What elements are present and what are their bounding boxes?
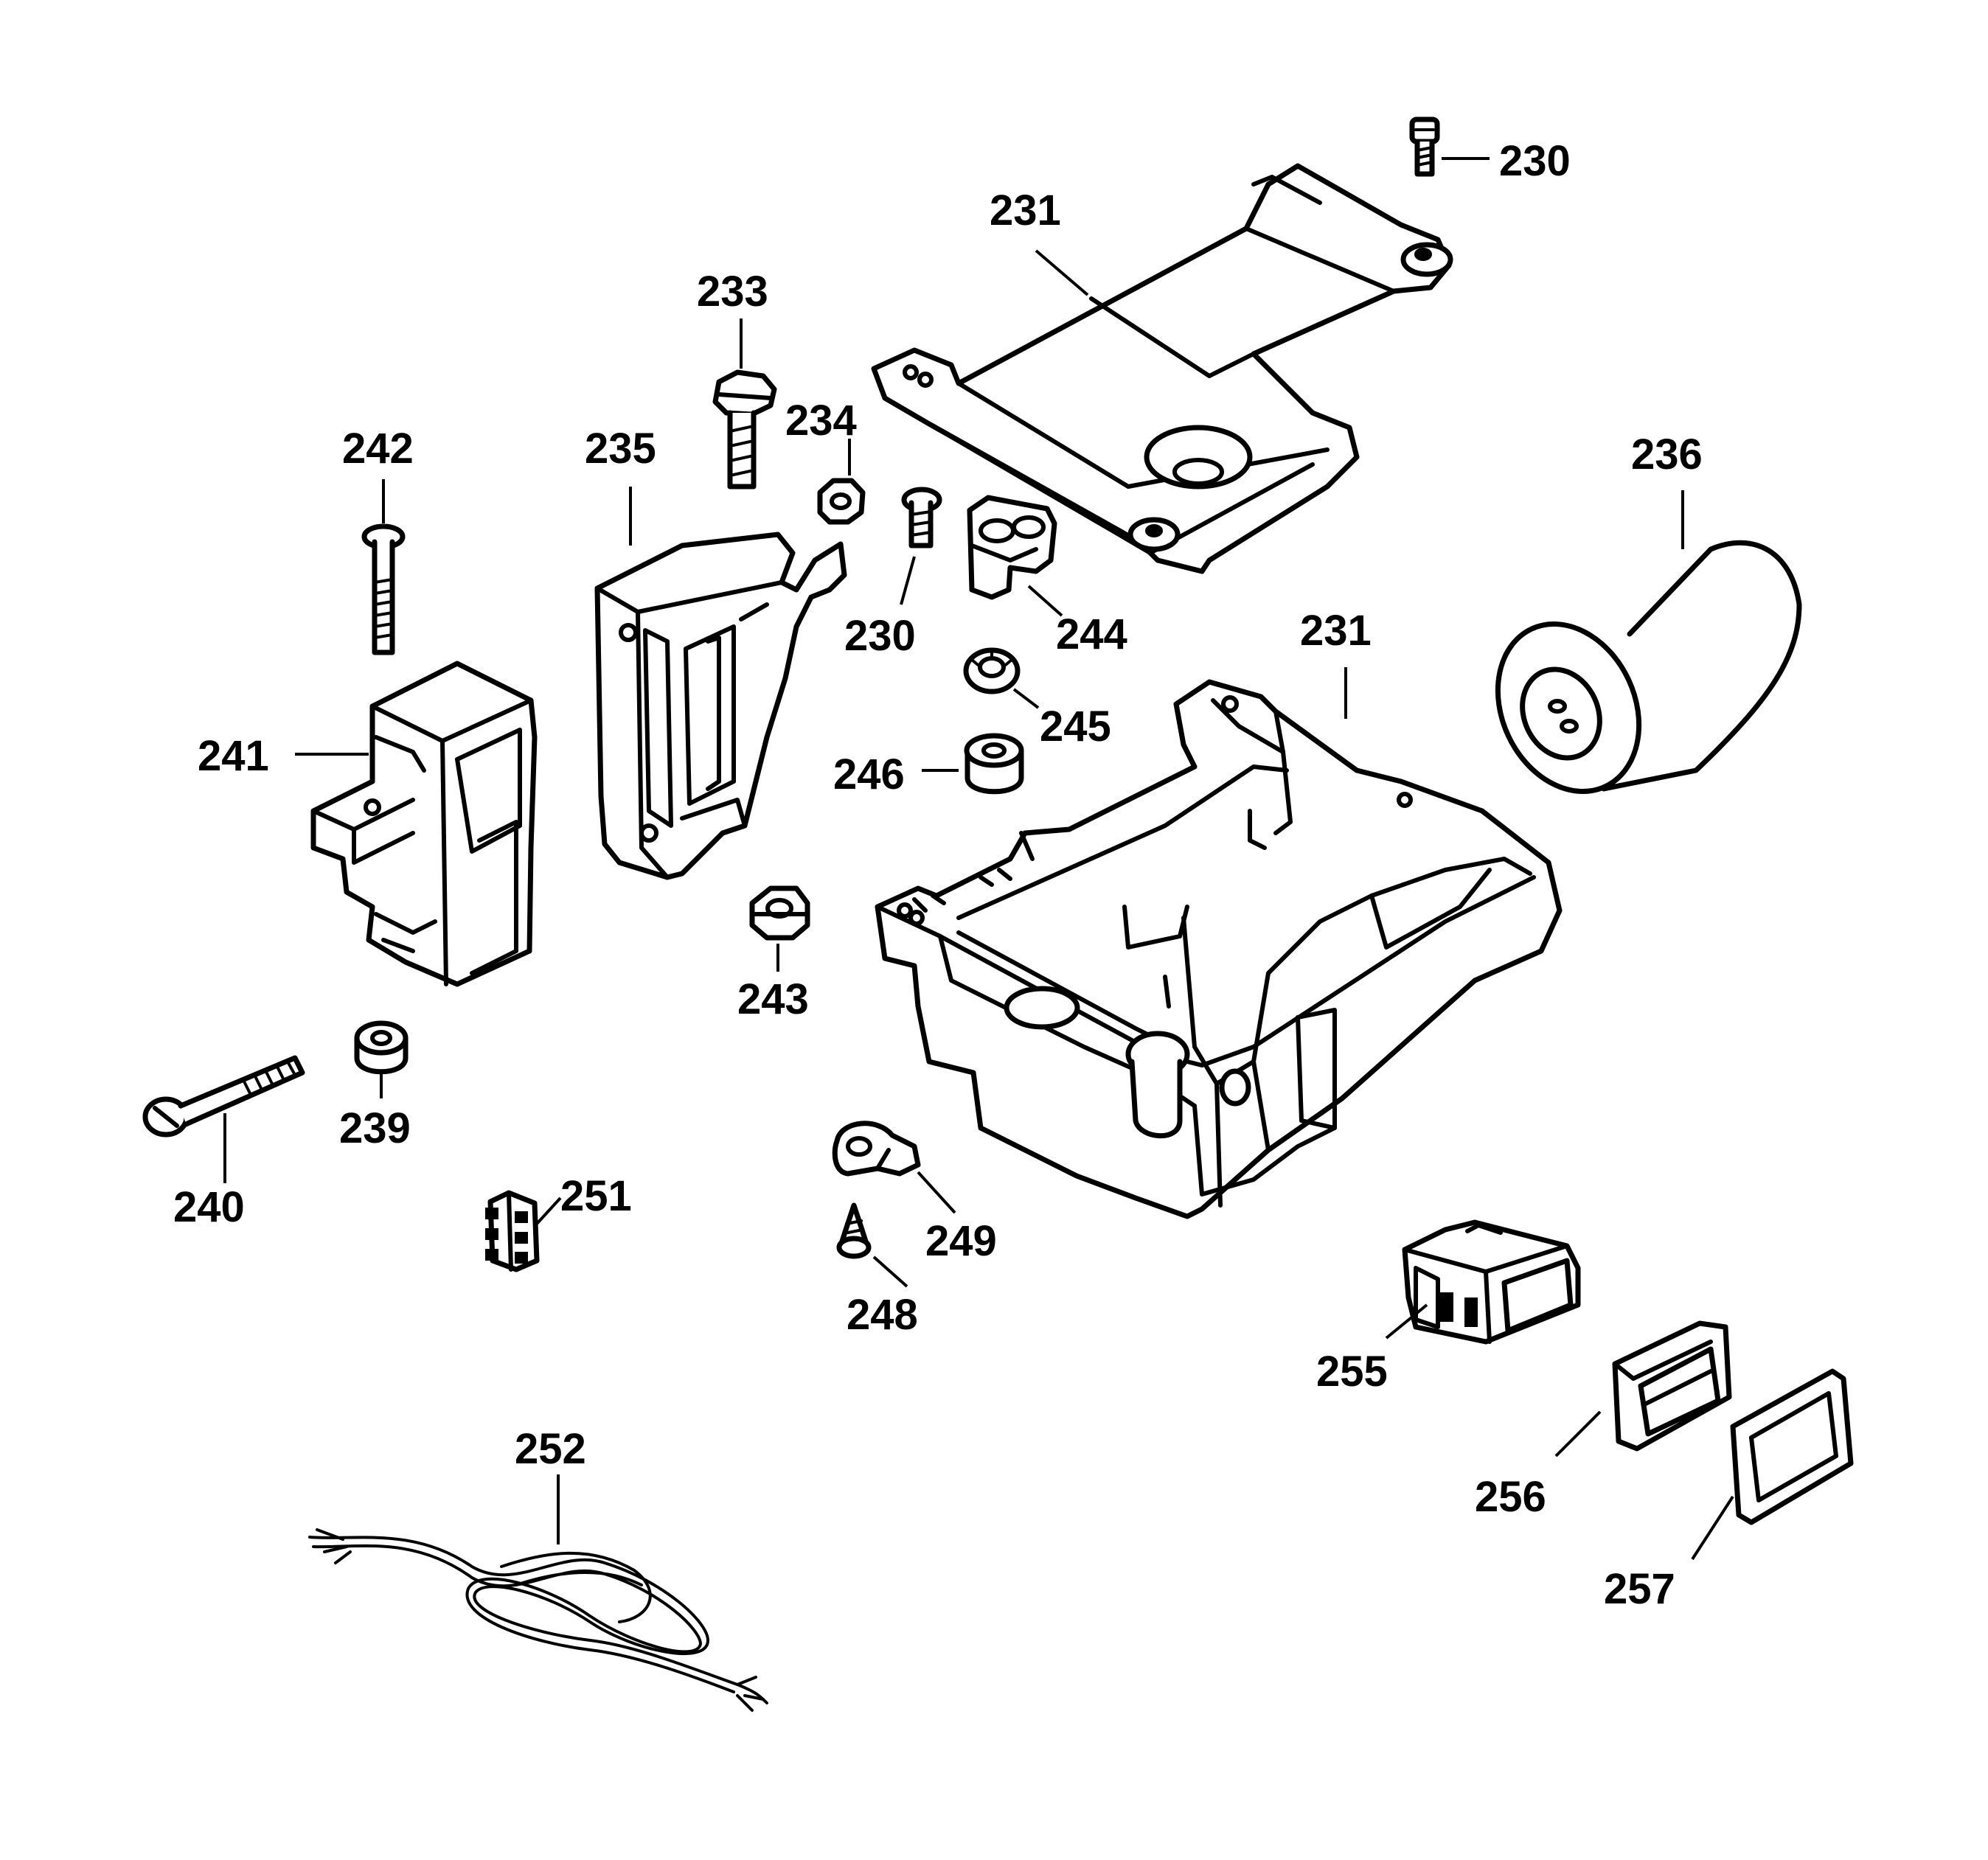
callout-256: 256 [1475, 1473, 1546, 1521]
part-231-cover-plate [871, 163, 1453, 574]
leader-245 [1012, 688, 1040, 709]
part-252-cable [308, 1528, 768, 1712]
part-242-screw [361, 523, 406, 655]
part-251-terminal [485, 1190, 540, 1272]
leader-248 [872, 1255, 908, 1288]
callout-234: 234 [785, 397, 857, 445]
callout-231-top: 231 [990, 187, 1061, 234]
part-234-nut [817, 478, 866, 525]
part-256-switch-cover [1612, 1320, 1732, 1452]
callout-246: 246 [833, 750, 905, 798]
callout-235: 235 [585, 425, 656, 473]
leader-256 [1554, 1410, 1602, 1457]
callout-242: 242 [342, 425, 414, 473]
callout-244: 244 [1056, 610, 1127, 658]
callout-252: 252 [515, 1425, 586, 1473]
callout-248: 248 [847, 1291, 918, 1339]
part-231-housing [875, 679, 1563, 1219]
part-257-gasket [1730, 1368, 1854, 1525]
part-244-clip [967, 495, 1057, 600]
part-240-long-bolt [142, 1055, 305, 1138]
callout-230-top: 230 [1499, 137, 1571, 185]
part-241-holder [310, 661, 538, 987]
callout-230-middle: 230 [844, 612, 916, 660]
callout-240: 240 [173, 1183, 245, 1231]
leader-244 [1027, 585, 1063, 617]
part-230-screw-middle [901, 487, 942, 548]
callout-233: 233 [697, 268, 768, 316]
leader-257 [1691, 1495, 1734, 1561]
callout-245: 245 [1040, 703, 1111, 750]
leader-255 [1385, 1303, 1428, 1340]
part-246-spacer [964, 733, 1024, 795]
part-230-screw-top [1409, 116, 1440, 177]
leader-230-middle [900, 556, 916, 605]
part-236-capacitor [1495, 540, 1802, 795]
callout-255: 255 [1316, 1348, 1388, 1396]
callout-239: 239 [339, 1104, 411, 1152]
leader-249 [917, 1171, 956, 1214]
callout-241: 241 [198, 732, 269, 780]
leader-231-top [1035, 249, 1089, 296]
callout-249: 249 [925, 1217, 997, 1265]
part-248-screw [836, 1202, 872, 1259]
part-235-bracket [594, 532, 847, 880]
part-255-switch [1402, 1219, 1581, 1345]
callout-231-housing: 231 [1300, 607, 1372, 655]
part-249-cable-clamp [832, 1121, 921, 1177]
callout-243: 243 [737, 975, 809, 1023]
leader-251 [535, 1197, 562, 1225]
part-243-hex-nut [749, 885, 810, 941]
callout-236: 236 [1631, 431, 1703, 478]
callout-257: 257 [1604, 1565, 1675, 1613]
part-245-nut [963, 647, 1021, 694]
part-233-bolt [712, 369, 777, 490]
part-239-washer [354, 1020, 409, 1075]
callout-251: 251 [560, 1172, 632, 1220]
